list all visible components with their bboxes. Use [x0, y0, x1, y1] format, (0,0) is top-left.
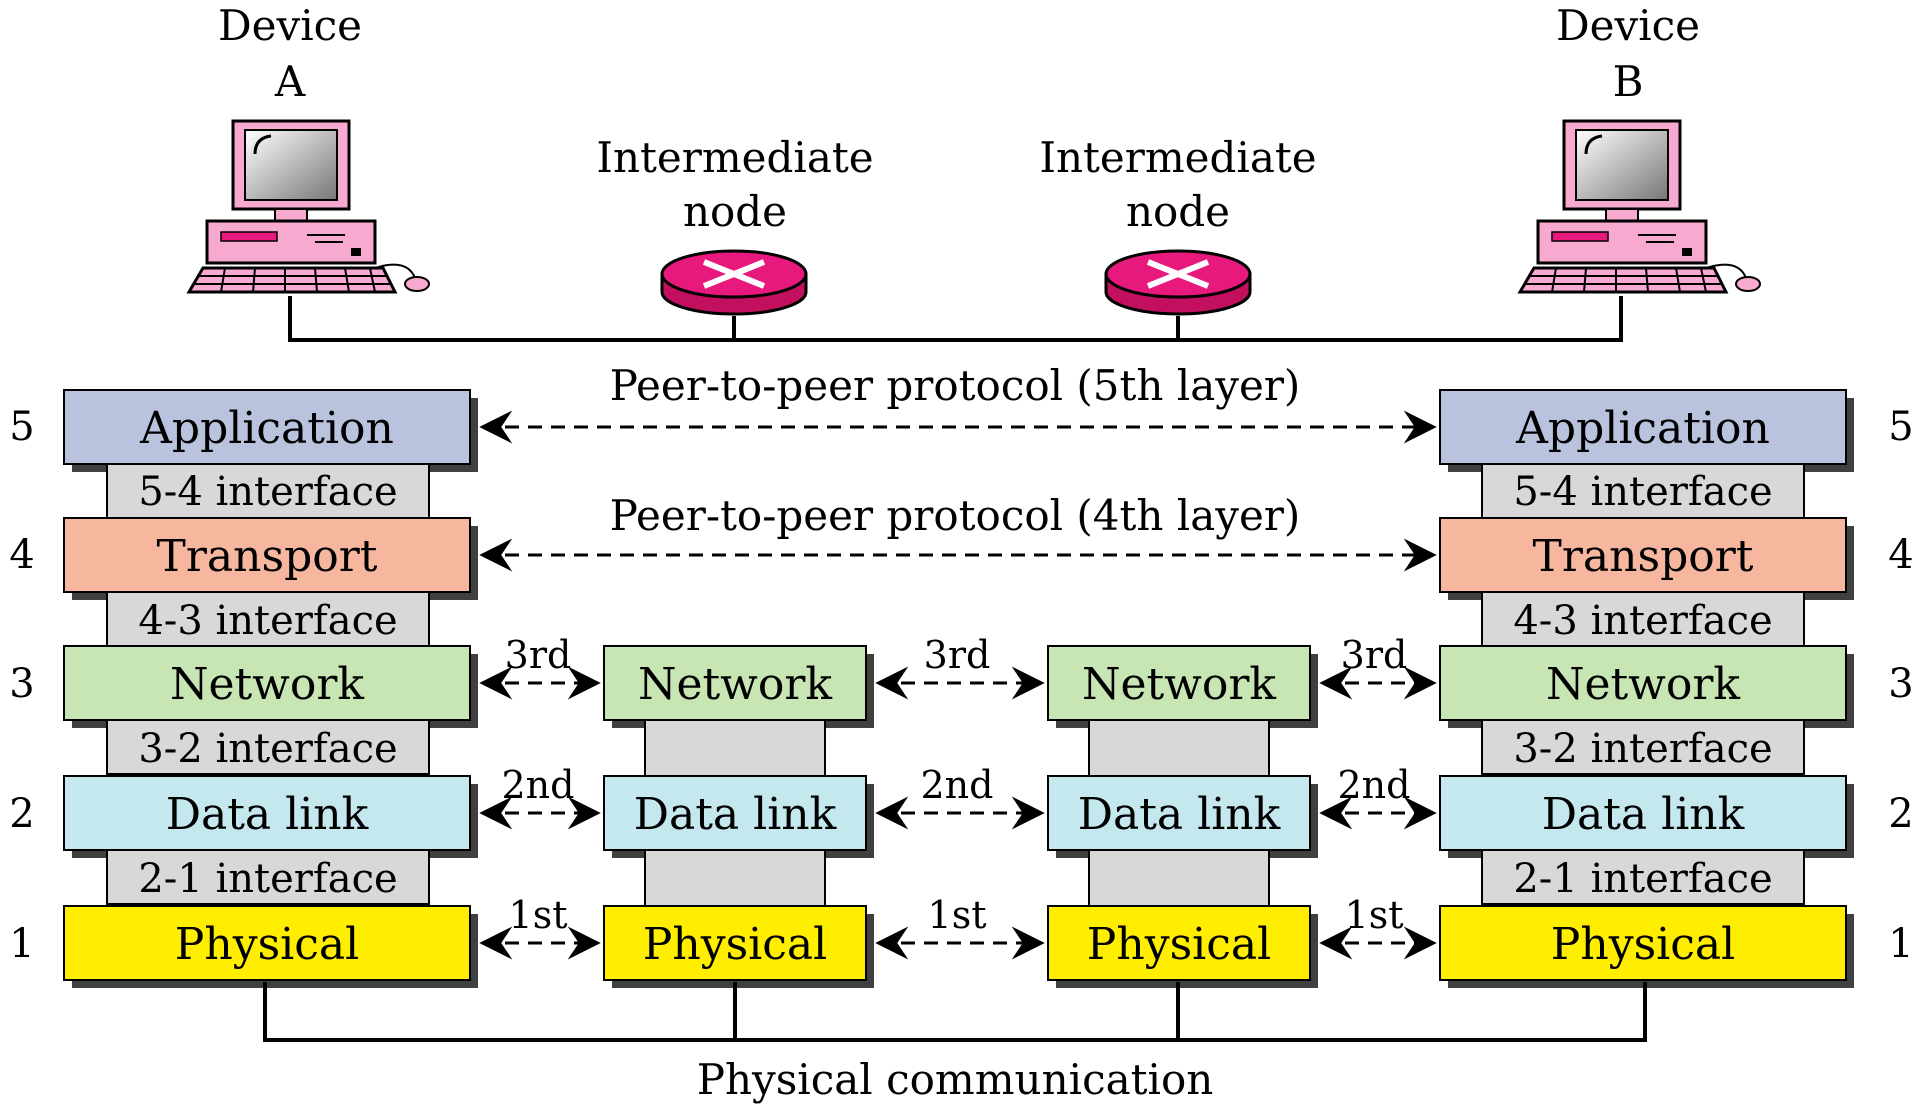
physical-communication-line [263, 982, 1647, 1042]
hop-1st-label: 1st [928, 893, 987, 937]
hop-2nd-label: 2nd [1338, 763, 1411, 807]
layer-number-left-3: 3 [9, 661, 34, 707]
layer-network-label: Network [170, 659, 364, 710]
layer-application-box [63, 389, 471, 465]
interface-4-3-label: 4-3 interface [138, 598, 397, 644]
computer-icon [186, 119, 430, 294]
layer-number-right-2: 2 [1888, 791, 1913, 837]
layer-number-left-4: 4 [9, 532, 34, 578]
layer-number-right-3: 3 [1888, 661, 1913, 707]
layer-transport-label: Transport [1533, 531, 1754, 582]
interface-connector [1088, 849, 1270, 907]
hop-3rd-label: 3rd [924, 633, 991, 677]
layer-data-link-label: Data link [1542, 789, 1745, 840]
hop-1st-label: 1st [509, 893, 568, 937]
layer-application-box [1439, 389, 1847, 465]
layer-physical-box [603, 905, 867, 981]
device-b-title: Device [1556, 1, 1700, 50]
layer-network-box [63, 645, 471, 721]
layer-network-label: Network [1546, 659, 1740, 710]
protocol-5th-layer-label: Peer-to-peer protocol (5th layer) [610, 361, 1301, 410]
hop-3rd-label: 3rd [1341, 633, 1408, 677]
layer-number-right-5: 5 [1888, 404, 1913, 450]
layer-number-left-2: 2 [9, 791, 34, 837]
hop-1st-label: 1st [1345, 893, 1404, 937]
interface-4-3-label: 4-3 interface [1513, 598, 1772, 644]
layer-transport-box [63, 517, 471, 593]
layer-physical-label: Physical [1551, 919, 1735, 970]
interface-connector [1088, 719, 1270, 777]
layer-data-link-box [63, 775, 471, 851]
device-a-letter: A [274, 57, 306, 106]
device-a-stack: Application 5-4 interface Transport 4-3 … [63, 389, 478, 988]
layer-physical-label: Physical [175, 919, 359, 970]
layer-network-label: Network [638, 659, 832, 710]
layer-data-link-box [603, 775, 867, 851]
hop-2nd-label: 2nd [502, 763, 575, 807]
interface-3-2-label: 3-2 interface [1513, 726, 1772, 772]
interface-2-1-label: 2-1 interface [1513, 856, 1772, 902]
interface-5-4-label: 5-4 interface [1513, 469, 1772, 515]
interface-connector [644, 719, 826, 777]
layer-number-left-1: 1 [9, 921, 34, 967]
layer-physical-box [1439, 905, 1847, 981]
device-a-title: Device [218, 1, 362, 50]
intermediate-node-1-title: Intermediate [596, 133, 873, 182]
network-link-line [288, 296, 1623, 342]
physical-communication-label: Physical communication [697, 1055, 1214, 1104]
layer-data-link-label: Data link [634, 789, 837, 840]
layer-physical-label: Physical [643, 919, 827, 970]
layer-physical-box [63, 905, 471, 981]
computer-icon [1517, 119, 1761, 294]
layer-number-right-1: 1 [1888, 921, 1913, 967]
router-icon [660, 249, 808, 316]
interface-2-1-box [106, 849, 430, 905]
protocol-4th-layer-label: Peer-to-peer protocol (4th layer) [610, 491, 1301, 540]
layer-transport-box [1439, 517, 1847, 593]
device-b-letter: B [1613, 57, 1644, 106]
interface-3-2-label: 3-2 interface [138, 726, 397, 772]
hop-2nd-label: 2nd [921, 763, 994, 807]
interface-connector [644, 849, 826, 907]
interface-5-4-label: 5-4 interface [138, 469, 397, 515]
hop-3rd-label: 3rd [505, 633, 572, 677]
intermediate-node-2-stack: Network Data link Physical [1047, 645, 1318, 988]
layer-number-right-4: 4 [1888, 532, 1913, 578]
router-icon [1104, 249, 1252, 316]
layer-physical-box [1047, 905, 1311, 981]
intermediate-node-2-subtitle: node [1126, 187, 1230, 236]
intermediate-node-1-stack: Network Data link Physical [603, 645, 874, 988]
layer-data-link-label: Data link [1078, 789, 1281, 840]
layer-transport-label: Transport [157, 531, 378, 582]
interface-5-4-box [1481, 463, 1805, 519]
device-b-stack: Application 5-4 interface Transport 4-3 … [1439, 389, 1854, 988]
layer-number-left-5: 5 [9, 404, 34, 450]
layer-application-label: Application [1515, 403, 1770, 454]
interface-3-2-box [1481, 719, 1805, 775]
intermediate-node-1-subtitle: node [683, 187, 787, 236]
layer-data-link-box [1047, 775, 1311, 851]
interface-3-2-box [106, 719, 430, 775]
intermediate-node-2-title: Intermediate [1039, 133, 1316, 182]
layer-physical-label: Physical [1087, 919, 1271, 970]
layer-network-box [603, 645, 867, 721]
layer-application-label: Application [139, 403, 394, 454]
layer-data-link-label: Data link [166, 789, 369, 840]
interface-2-1-label: 2-1 interface [138, 856, 397, 902]
layer-network-label: Network [1082, 659, 1276, 710]
interface-2-1-box [1481, 849, 1805, 905]
